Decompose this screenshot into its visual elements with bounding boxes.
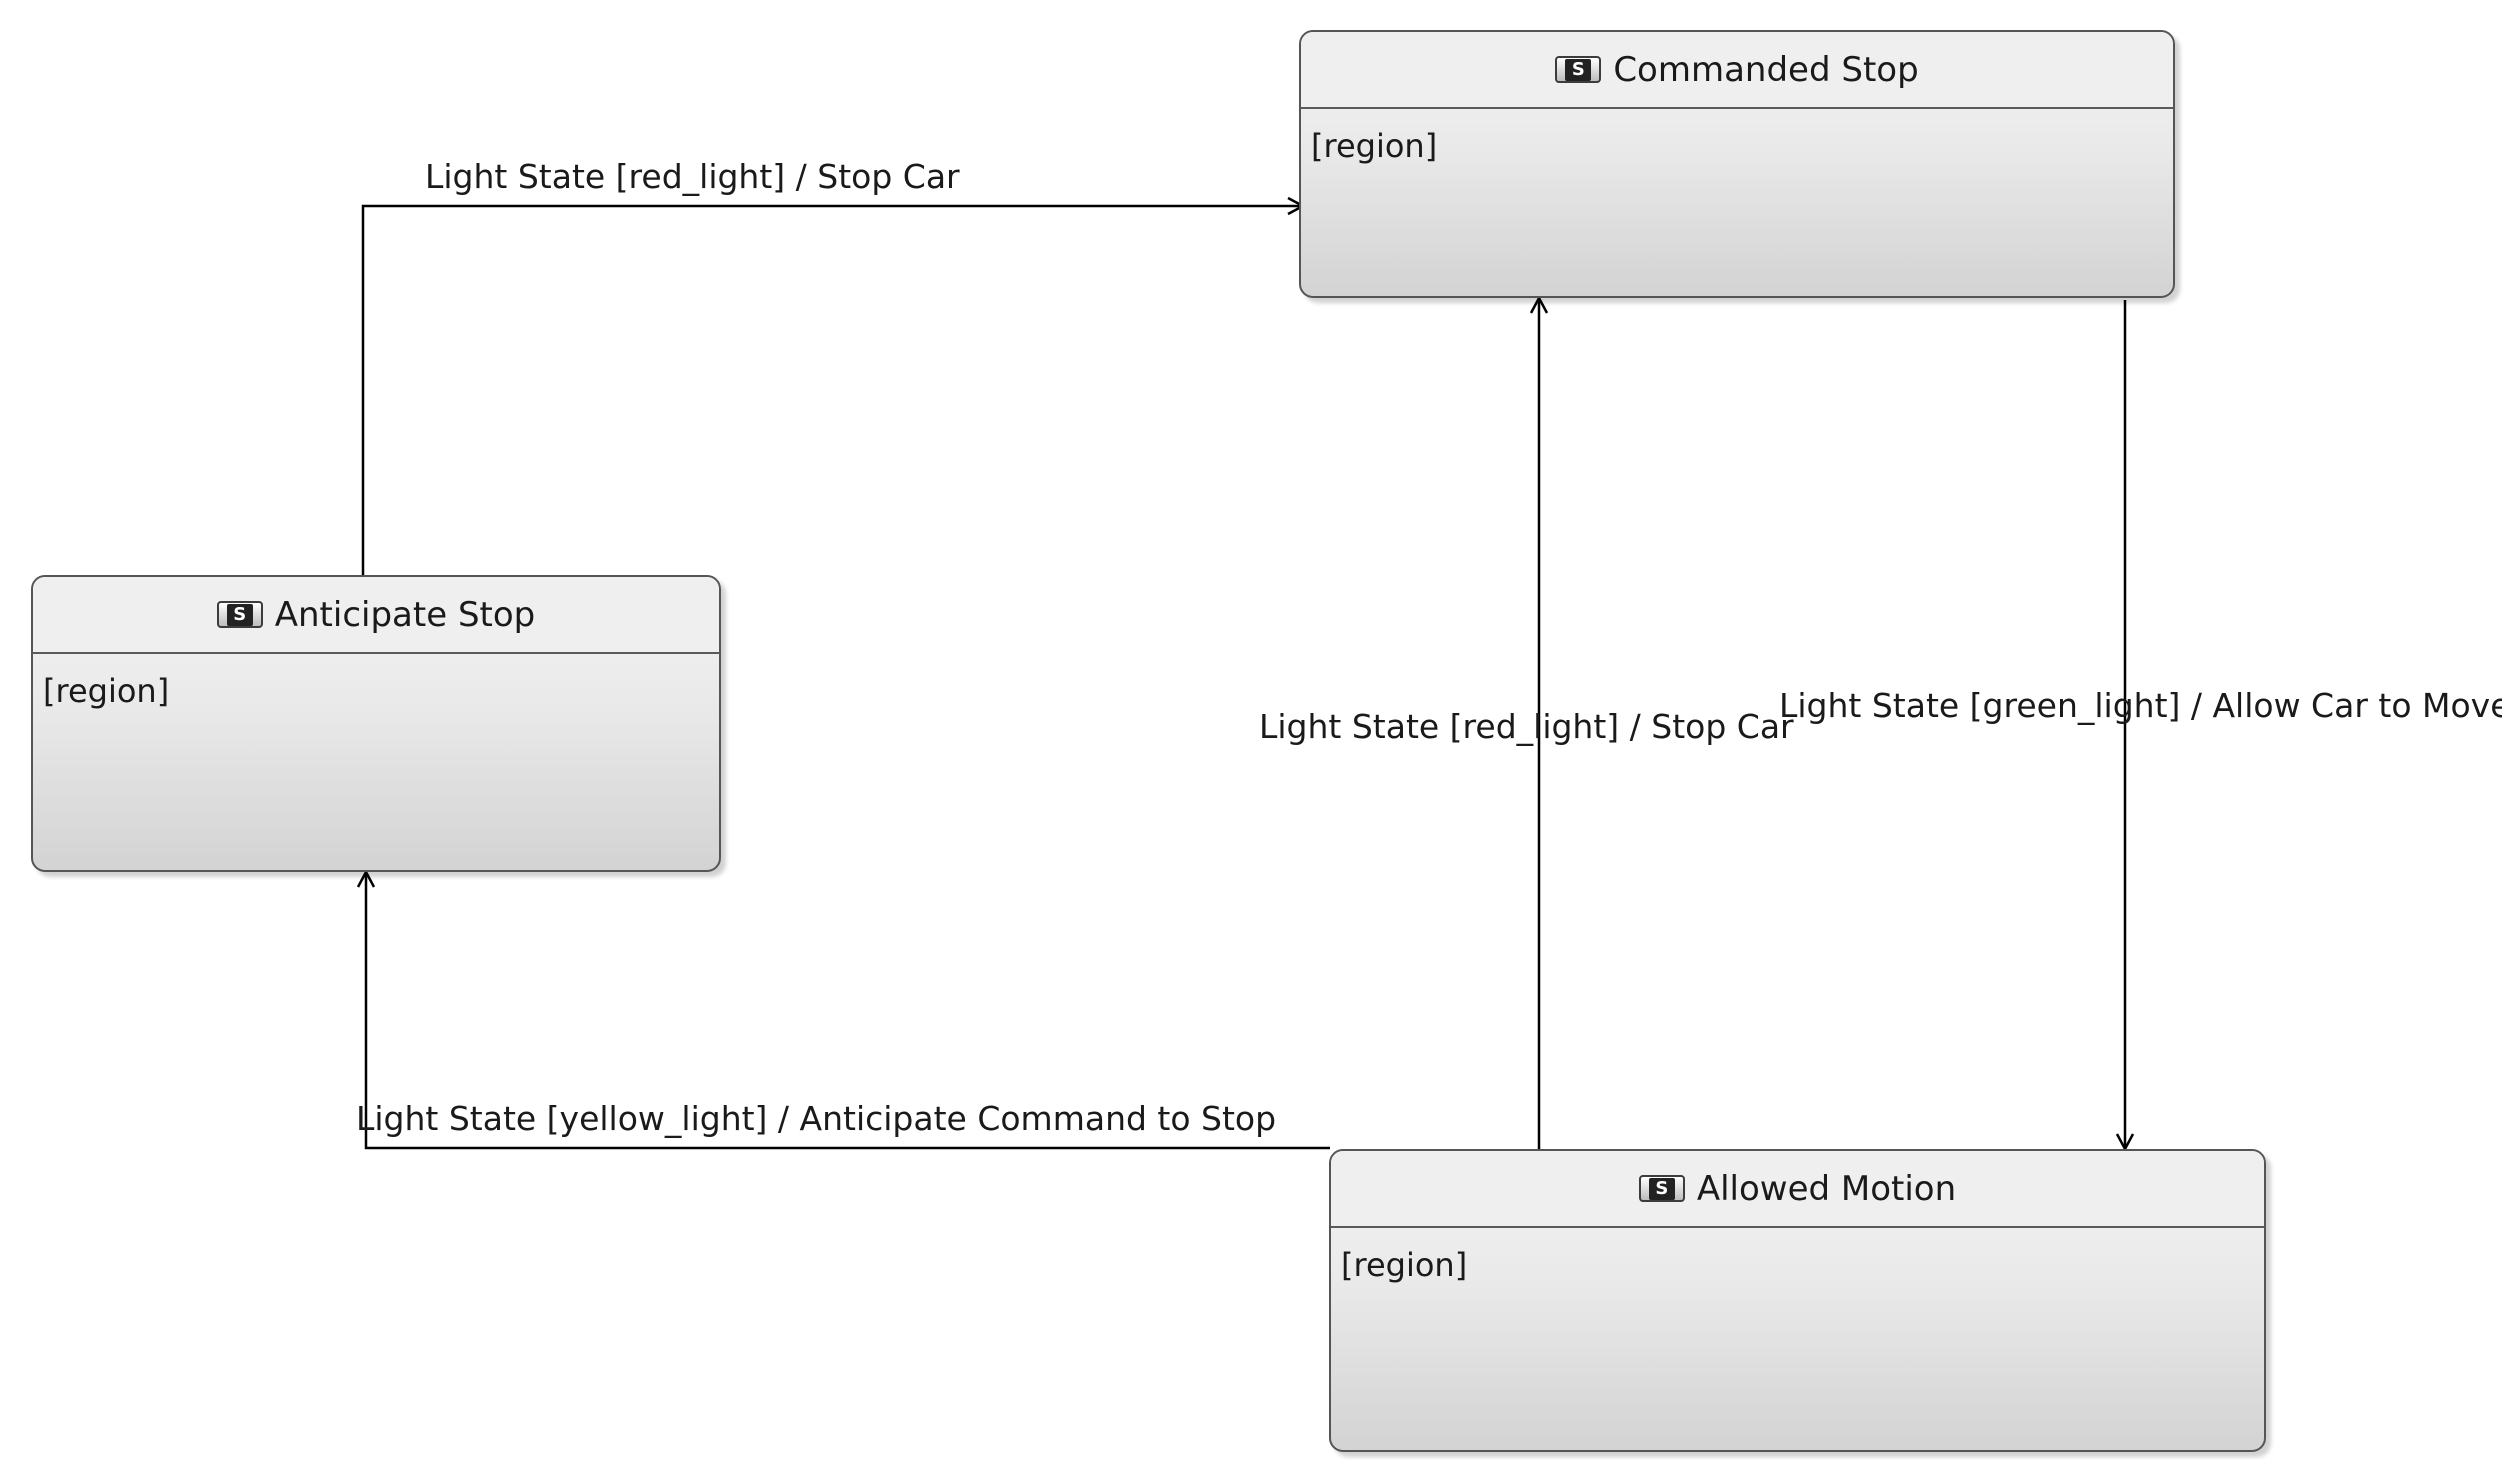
state-commanded-stop[interactable]: S Commanded Stop [region] bbox=[1299, 30, 2175, 298]
state-name: Anticipate Stop bbox=[274, 594, 536, 635]
state-icon: S bbox=[1555, 56, 1602, 83]
transition-label-allowed-to-commanded: Light State [red_light] / Stop Car bbox=[1259, 707, 1794, 746]
state-icon: S bbox=[1638, 1175, 1685, 1202]
state-region: [region] bbox=[1341, 1246, 1468, 1284]
transition-label-commanded-to-allowed: Light State [green_light] / Allow Car to… bbox=[1779, 686, 2502, 725]
state-region: [region] bbox=[1311, 127, 1438, 165]
state-header: S Allowed Motion bbox=[1331, 1151, 2264, 1228]
state-anticipate-stop[interactable]: S Anticipate Stop [region] bbox=[31, 575, 721, 872]
transition-label-anticipate-to-commanded: Light State [red_light] / Stop Car bbox=[425, 157, 960, 196]
state-header: S Commanded Stop bbox=[1301, 32, 2173, 109]
state-header: S Anticipate Stop bbox=[33, 577, 719, 654]
transition-allowed-to-anticipate[interactable] bbox=[356, 869, 1330, 1150]
state-name: Commanded Stop bbox=[1613, 49, 1919, 90]
state-name: Allowed Motion bbox=[1696, 1168, 1957, 1209]
state-allowed-motion[interactable]: S Allowed Motion [region] bbox=[1329, 1149, 2266, 1452]
transition-anticipate-to-commanded[interactable] bbox=[361, 196, 1306, 577]
state-region: [region] bbox=[43, 672, 170, 710]
state-icon: S bbox=[216, 601, 263, 628]
transition-label-allowed-to-anticipate: Light State [yellow_light] / Anticipate … bbox=[356, 1099, 1277, 1138]
